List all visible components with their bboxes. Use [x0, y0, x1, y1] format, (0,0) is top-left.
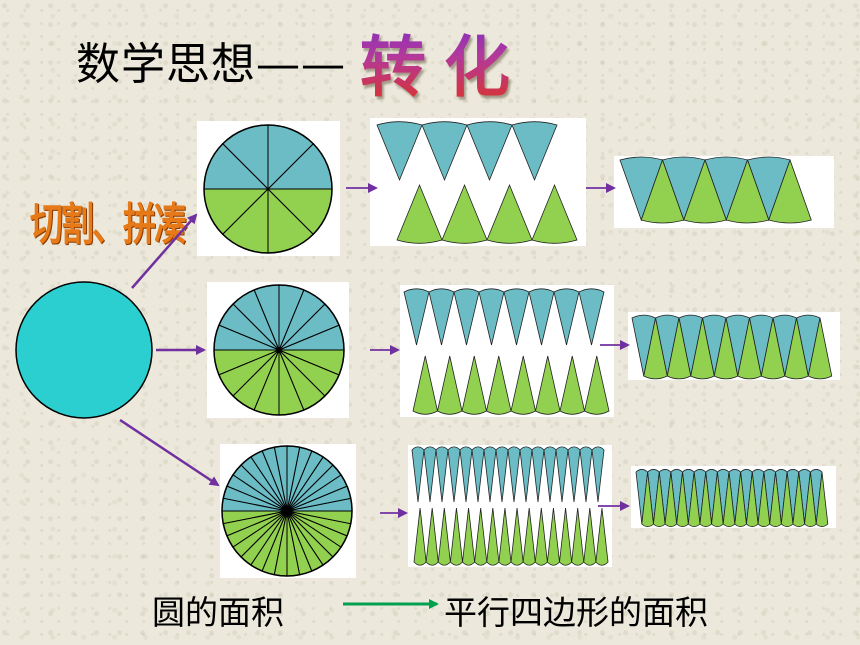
- sector-32-green: [583, 507, 597, 566]
- sector-32-blue: [507, 446, 521, 503]
- arrow-to-circle-8: [131, 213, 198, 289]
- title-emphasis: 转化: [360, 14, 528, 110]
- sector-32-blue: [459, 446, 473, 503]
- parallelogram-area-label: 平行四边形的面积: [444, 593, 708, 632]
- sector-8-green: [486, 183, 533, 244]
- sector-32-green: [425, 507, 439, 566]
- sector-32-blue: [495, 446, 509, 503]
- sector-16-blue: [453, 288, 480, 346]
- sector-8-green: [531, 183, 578, 244]
- sector-32-green: [462, 507, 476, 566]
- sector-32-green: [546, 507, 560, 566]
- sector-16-blue: [503, 288, 530, 346]
- sector-16-green: [437, 355, 463, 415]
- source-circle: [15, 281, 153, 419]
- arrow-to-circle-32: [119, 418, 220, 487]
- circle-32-outline: [221, 445, 353, 577]
- sector-16-blue: [428, 288, 455, 346]
- sector-32-blue: [591, 446, 605, 503]
- sector-32-blue: [483, 446, 497, 503]
- sector-16-green: [412, 355, 438, 415]
- parallelogram-32-green: [815, 471, 829, 527]
- circle-8-outline: [203, 124, 333, 254]
- sector-32-blue: [411, 446, 425, 503]
- sector-16-blue: [478, 288, 505, 346]
- sector-32-blue: [423, 446, 437, 503]
- sector-32-green: [571, 507, 585, 566]
- sector-8-blue: [511, 121, 558, 182]
- sector-16-green: [535, 355, 561, 415]
- sector-32-green: [413, 507, 427, 566]
- circle-16-outline: [213, 284, 345, 416]
- sector-16-blue: [553, 288, 580, 346]
- sector-8-blue: [376, 121, 423, 182]
- sector-32-green: [474, 507, 488, 566]
- sector-16-green: [559, 355, 585, 415]
- sector-16-green: [486, 355, 512, 415]
- parallelogram-16-green: [807, 317, 833, 380]
- sector-32-green: [498, 507, 512, 566]
- sector-16-blue: [403, 288, 430, 346]
- sector-16-green: [510, 355, 536, 415]
- sector-32-blue: [555, 446, 569, 503]
- sector-16-blue: [528, 288, 555, 346]
- sector-32-green: [595, 507, 609, 566]
- sector-16-blue: [578, 288, 605, 346]
- sector-32-green: [510, 507, 524, 566]
- sector-32-blue: [447, 446, 461, 503]
- method-label: 切割、拼凑: [30, 197, 187, 251]
- sector-32-green: [559, 507, 573, 566]
- sector-32-blue: [471, 446, 485, 503]
- sector-32-blue: [531, 446, 545, 503]
- sector-32-blue: [543, 446, 557, 503]
- sector-16-green: [461, 355, 487, 415]
- sector-32-green: [486, 507, 500, 566]
- sector-8-green: [441, 183, 488, 244]
- sector-32-green: [437, 507, 451, 566]
- sector-32-blue: [435, 446, 449, 503]
- sector-32-blue: [519, 446, 533, 503]
- sector-32-green: [534, 507, 548, 566]
- sector-32-blue: [579, 446, 593, 503]
- sector-32-green: [449, 507, 463, 566]
- sector-16-green: [584, 355, 610, 415]
- sector-8-green: [396, 183, 443, 244]
- sector-32-blue: [567, 446, 581, 503]
- sector-8-blue: [466, 121, 513, 182]
- parallelogram-8-green: [768, 158, 812, 224]
- slide-title: 数学思想——: [76, 39, 346, 90]
- circle-area-label: 圆的面积: [152, 593, 284, 632]
- sector-8-blue: [421, 121, 468, 182]
- sector-32-green: [522, 507, 536, 566]
